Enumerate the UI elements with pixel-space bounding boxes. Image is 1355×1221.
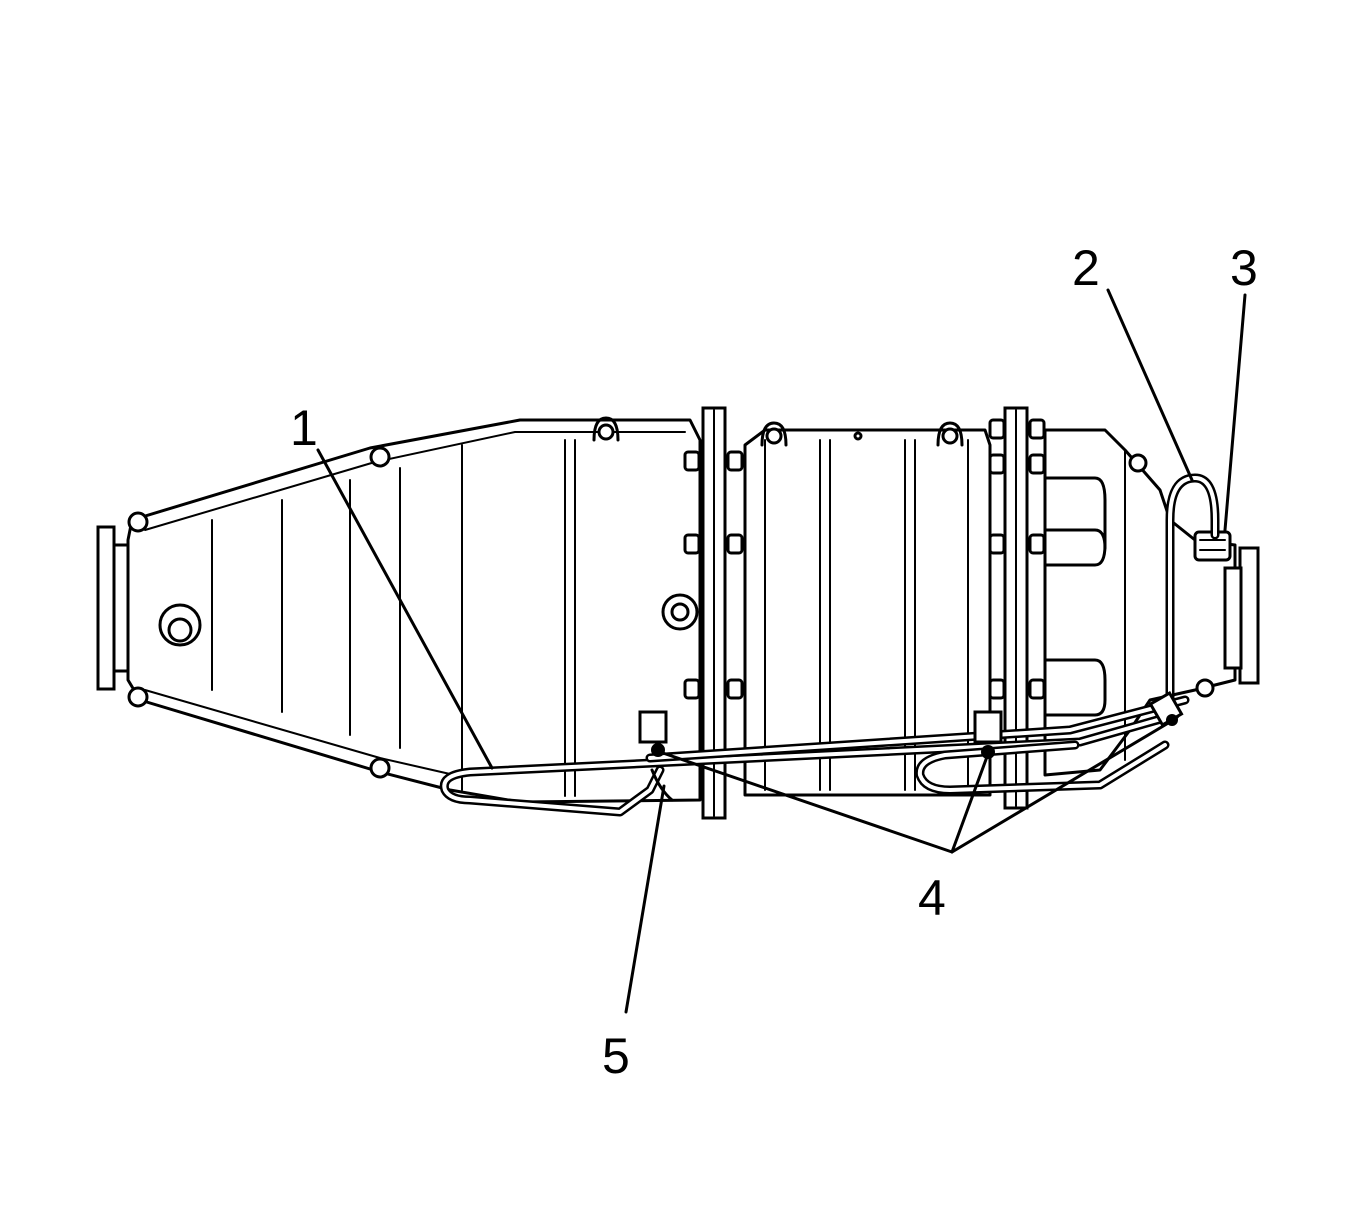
callout-1: 1: [290, 400, 318, 456]
front-flange: [96, 525, 130, 691]
callout-3: 3: [1230, 240, 1258, 296]
front-housing: [126, 416, 702, 804]
center-flange-1: [683, 406, 744, 820]
callout-4: 4: [918, 870, 946, 926]
leader-4b: [950, 752, 990, 854]
callout-5: 5: [602, 1028, 630, 1084]
leader-lines: [316, 288, 1247, 1014]
cooler-lines: [439, 473, 1220, 817]
leader-4a: [658, 750, 954, 854]
leader-2: [1106, 288, 1194, 482]
middle-case: [743, 421, 992, 797]
leader-1: [316, 448, 494, 770]
leader-5: [624, 784, 666, 1014]
center-flange-2: [988, 406, 1046, 810]
callout-2: 2: [1072, 240, 1100, 296]
callout-labels: 1 2 3 4 5: [290, 240, 1258, 1084]
leader-4c: [950, 720, 1172, 854]
rear-housing: [1043, 428, 1260, 777]
leader-3: [1223, 293, 1247, 532]
